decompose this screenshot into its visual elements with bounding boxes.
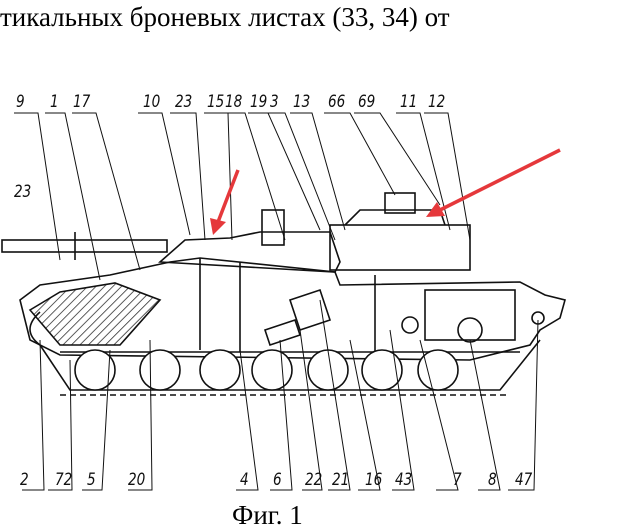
label-21: 21 xyxy=(332,470,350,490)
label-72: 72 xyxy=(55,470,73,490)
label-43: 43 xyxy=(395,470,413,490)
red-arrows xyxy=(210,148,561,235)
road-wheels xyxy=(74,349,459,391)
label-66: 66 xyxy=(328,92,346,112)
label-9: 9 xyxy=(16,92,25,112)
label-23-left: 23 xyxy=(14,182,32,202)
front-armor xyxy=(28,282,162,346)
label-23: 23 xyxy=(175,92,193,112)
label-8: 8 xyxy=(488,470,497,490)
turret xyxy=(158,231,341,273)
label-22: 22 xyxy=(305,470,323,490)
label-17: 17 xyxy=(73,92,91,112)
arrow-right xyxy=(439,148,561,212)
label-7: 7 xyxy=(453,470,462,490)
label-6: 6 xyxy=(273,470,282,490)
label-20: 20 xyxy=(128,470,146,490)
label-4: 4 xyxy=(240,470,249,490)
figure-caption: Фиг. 1 xyxy=(232,500,303,530)
gun-barrel xyxy=(1,239,168,253)
label-69: 69 xyxy=(358,92,376,112)
label-47: 47 xyxy=(515,470,533,490)
sight-66 xyxy=(384,192,416,214)
label-19: 19 xyxy=(250,92,268,112)
label-10: 10 xyxy=(143,92,161,112)
label-2: 2 xyxy=(20,470,29,490)
label-3: 3 xyxy=(270,92,279,112)
label-1: 1 xyxy=(50,92,59,112)
label-16: 16 xyxy=(365,470,383,490)
rear-turret-box xyxy=(329,224,471,271)
arrow-left xyxy=(216,169,240,223)
label-12: 12 xyxy=(428,92,446,112)
body-text-line: тикальных броневых листах (33, 34) от xyxy=(0,2,450,32)
label-11: 11 xyxy=(400,92,418,112)
label-15: 15 xyxy=(207,92,225,112)
label-13: 13 xyxy=(293,92,311,112)
track xyxy=(29,311,541,391)
label-5: 5 xyxy=(87,470,96,490)
label-18: 18 xyxy=(225,92,243,112)
